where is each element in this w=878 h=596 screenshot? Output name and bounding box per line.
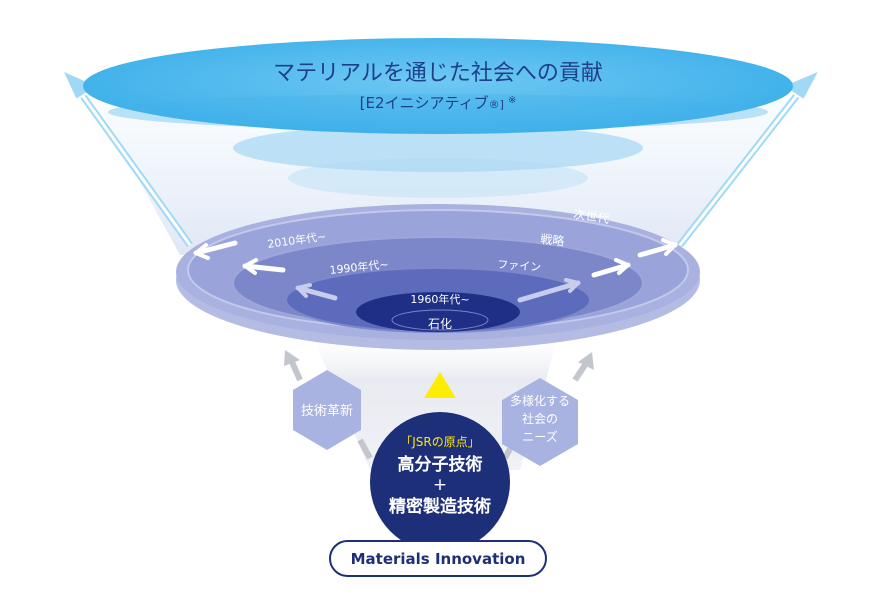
top-note: ※ [508,95,516,106]
materials-innovation-badge [329,540,547,577]
core-origin-label: 「JSRの原点」 [400,435,480,449]
top-subtitle: [E2イニシアティブ [360,94,489,112]
arrow-outer-left-icon [193,240,238,256]
light-beam [310,330,560,470]
inner-name-label: 石化 [428,317,452,331]
core-tech2-label: 精密製造技術 [389,496,491,517]
core-technology-circle [370,412,510,552]
top-subtitle-line: [E2イニシアティブ®] ※ [360,94,517,112]
arrow-inner-right-icon [517,280,581,303]
middle-era-label: 1990年代~ [329,257,389,277]
top-title: マテリアルを通じた社会への貢献 [273,61,603,86]
driver-right-line2: 社会の [522,411,558,426]
arrow-inner-left-icon [295,285,338,301]
hex-tech-innovation [293,370,361,450]
ring-core [356,292,520,332]
core-tech1-label: 高分子技術 [398,454,483,475]
top-contribution-disc [83,38,793,134]
materials-innovation-label: Materials Innovation [351,550,526,568]
core-plus-label: + [433,475,447,495]
arrow-outer-right-icon [637,242,678,258]
driver-left-label: 技術革新 [301,403,353,419]
inner-era-label: 1960年代~ [410,292,469,306]
disc-layer-2 [233,124,643,172]
middle-name-label: ファイン [497,258,542,274]
growth-arrow-right-icon [677,67,823,248]
arrow-middle-right-icon [591,262,631,278]
arrow-middle-left-icon [242,263,286,273]
arrow-right-up-icon [572,363,588,382]
upward-triangle-icon [424,372,456,398]
outer-name-label: 次世代 [573,207,611,226]
ring-arrows [193,238,678,303]
arrow-left-up-icon [289,360,303,382]
outer-name2-label: 戦略 [540,231,565,248]
hex-social-needs [502,378,578,466]
top-registered: ®] [489,98,504,111]
growth-arrow-left-icon [59,68,193,248]
driver-right-line1: 多様化する [510,394,570,408]
driver-right-line3: ニーズ [522,429,557,444]
